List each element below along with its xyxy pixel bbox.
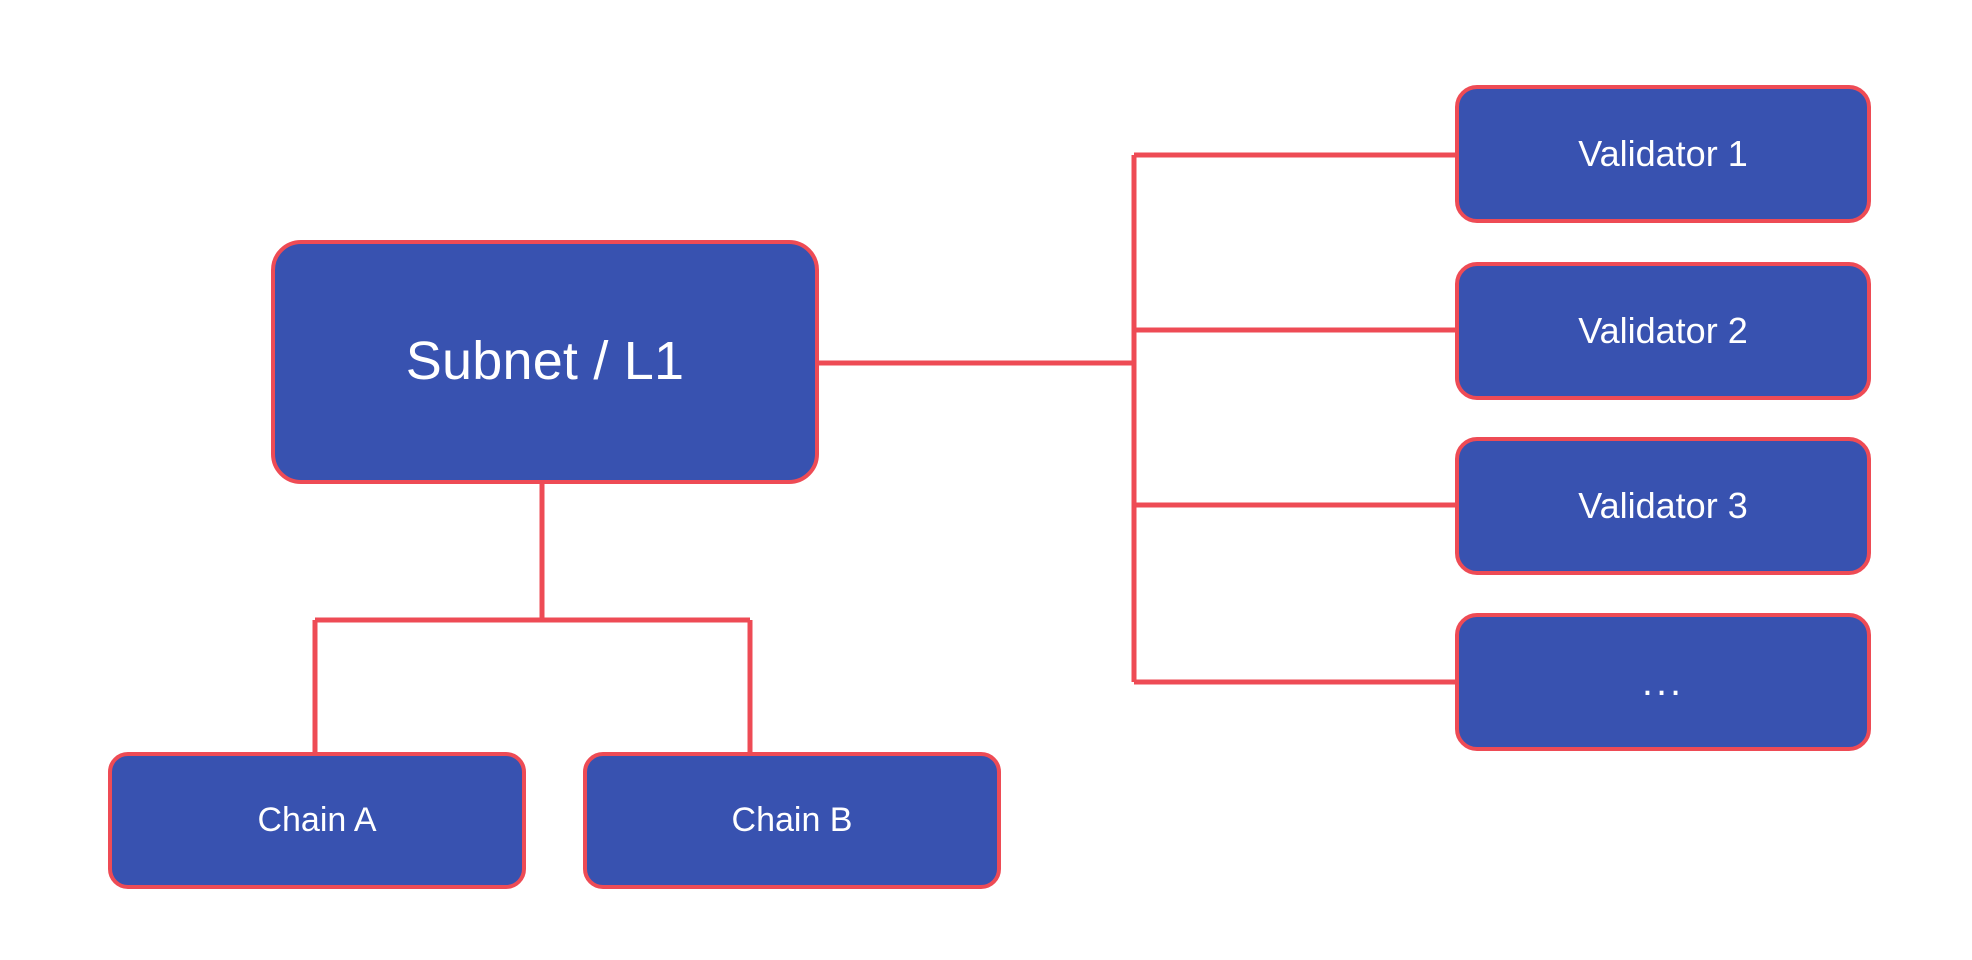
node-validator-1-label: Validator 1 (1578, 133, 1748, 175)
node-validator-more[interactable]: ... (1455, 613, 1871, 751)
node-subnet-l1-label: Subnet / L1 (405, 331, 685, 392)
node-validator-3[interactable]: Validator 3 (1455, 437, 1871, 575)
node-validator-more-label: ... (1641, 660, 1685, 704)
node-chain-a-label: Chain A (257, 800, 377, 839)
node-validator-2[interactable]: Validator 2 (1455, 262, 1871, 400)
node-subnet-l1[interactable]: Subnet / L1 (271, 240, 819, 484)
node-validator-1[interactable]: Validator 1 (1455, 85, 1871, 223)
node-chain-b[interactable]: Chain B (583, 752, 1001, 889)
node-validator-3-label: Validator 3 (1578, 485, 1748, 527)
node-validator-2-label: Validator 2 (1578, 310, 1748, 352)
node-chain-a[interactable]: Chain A (108, 752, 526, 889)
node-chain-b-label: Chain B (731, 800, 853, 839)
